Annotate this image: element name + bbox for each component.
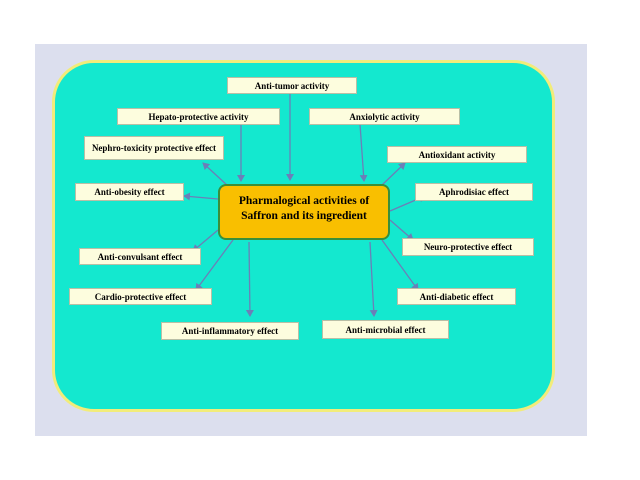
node-neuro-protective: Neuro-protective effect [402,238,534,256]
arrow-anti-inflammatory [245,241,254,317]
node-anti-tumor: Anti-tumor activity [227,77,357,94]
node-anti-obesity: Anti-obesity effect [75,183,184,201]
arrow-antioxidant [381,162,406,186]
arrow-anxiolytic [359,123,368,182]
node-anxiolytic: Anxiolytic activity [309,108,460,125]
node-anti-convulsant: Anti-convulsant effect [79,248,201,265]
node-hepato-protective: Hepato-protective activity [117,108,280,125]
node-anti-inflammatory: Anti-inflammatory effect [161,322,299,340]
arrow-anti-convulsant [192,229,219,252]
node-nephro-toxicity-protective: Nephro-toxicity protective effect [84,136,224,160]
arrow-anti-obesity [183,192,219,201]
arrow-anti-microbial [369,241,378,317]
node-aphrodisiac: Aphrodisiac effect [415,183,533,201]
node-cardio-protective: Cardio-protective effect [69,288,212,305]
center-node: Pharmalogical activities of Saffron and … [218,184,390,240]
node-anti-microbial: Anti-microbial effect [322,320,449,339]
node-anti-diabetic: Anti-diabetic effect [397,288,516,305]
arrow-neuro-protective [389,219,414,241]
arrow-nephro-toxicity [202,162,229,187]
node-antioxidant: Antioxidant activity [387,146,527,163]
arrow-cardio-protective [195,239,234,291]
arrow-anti-diabetic [381,239,419,291]
